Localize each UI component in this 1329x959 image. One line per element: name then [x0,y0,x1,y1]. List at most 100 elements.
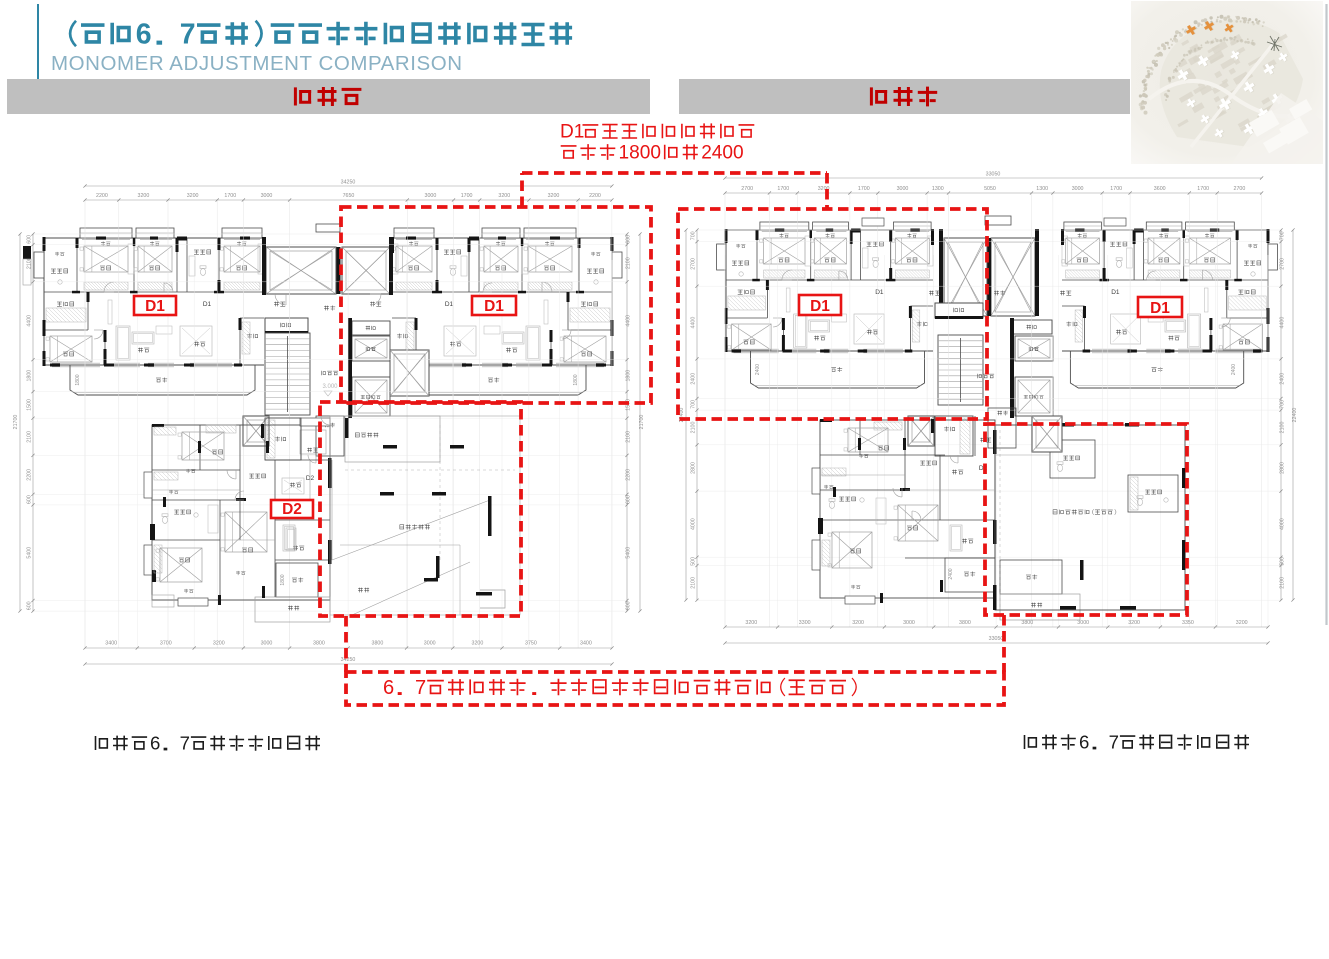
svg-text:5400: 5400 [626,547,632,559]
svg-text:1700: 1700 [858,186,870,192]
svg-text:3000: 3000 [261,193,273,199]
svg-text:3200: 3200 [852,620,864,626]
svg-text:3200: 3200 [1128,620,1140,626]
svg-text:D1: D1 [1111,289,1120,296]
svg-text:3000: 3000 [1077,620,1089,626]
svg-text:700: 700 [691,400,697,409]
svg-text:3400: 3400 [580,641,592,647]
svg-text:2100: 2100 [1280,577,1286,589]
svg-text:2200: 2200 [626,469,632,481]
svg-text:D1: D1 [445,301,454,308]
svg-text:600: 600 [27,601,33,610]
svg-text:700: 700 [1280,400,1286,409]
svg-text:33050: 33050 [989,636,1004,642]
svg-text:600: 600 [626,235,632,244]
svg-text:6: 6 [136,18,152,50]
svg-text:21700: 21700 [639,415,645,430]
svg-text:1700: 1700 [461,193,473,199]
svg-text:2400: 2400 [948,568,954,579]
svg-text:2100: 2100 [691,422,697,434]
svg-text:3200: 3200 [818,186,830,192]
svg-text:4400: 4400 [1279,317,1285,329]
svg-text:2700: 2700 [1280,258,1286,270]
svg-text:600: 600 [27,235,33,244]
svg-text:5400: 5400 [27,547,33,559]
svg-text:2700: 2700 [691,258,697,270]
svg-text:3200: 3200 [213,641,225,647]
svg-text:2100: 2100 [626,431,632,443]
svg-text:D2: D2 [282,501,302,518]
svg-text:22400: 22400 [1292,408,1298,423]
svg-text:3000: 3000 [903,620,915,626]
svg-text:4400: 4400 [690,317,696,329]
svg-text:1700: 1700 [224,193,236,199]
svg-text:33050: 33050 [986,172,1001,178]
svg-text:D1: D1 [1150,300,1170,317]
svg-text:6: 6 [1079,732,1089,753]
svg-text:2100: 2100 [1280,422,1286,434]
svg-text:D1: D1 [484,298,504,315]
svg-text:3000: 3000 [424,641,436,647]
svg-text:2700: 2700 [741,186,753,192]
svg-text:2100: 2100 [27,257,33,269]
svg-text:4400: 4400 [27,315,33,327]
svg-text:4000: 4000 [691,518,697,530]
svg-text:1800: 1800 [26,370,32,382]
svg-text:3300: 3300 [799,620,811,626]
svg-text:1700: 1700 [1110,186,1122,192]
svg-text:34250: 34250 [341,180,356,186]
svg-text:D1: D1 [560,122,584,143]
svg-text:3000: 3000 [425,193,437,199]
svg-text:3600: 3600 [1154,186,1166,192]
svg-text:2100: 2100 [27,431,33,443]
svg-text:1300: 1300 [932,186,944,192]
svg-text:3750: 3750 [525,641,537,647]
svg-text:2700: 2700 [1234,186,1246,192]
svg-text:2400: 2400 [1231,364,1237,375]
svg-text:3200: 3200 [187,193,199,199]
svg-text:1800: 1800 [280,574,286,585]
svg-text:3800: 3800 [959,620,971,626]
svg-text:2400: 2400 [755,364,761,375]
svg-text:700: 700 [1280,231,1286,240]
svg-text:3000: 3000 [897,186,909,192]
svg-text:500: 500 [1280,557,1286,566]
svg-text:2400: 2400 [701,143,743,164]
svg-text:2400: 2400 [691,373,697,385]
svg-text:3400: 3400 [105,641,117,647]
svg-text:1700: 1700 [777,186,789,192]
svg-text:600: 600 [626,495,632,504]
svg-text:3200: 3200 [138,193,150,199]
svg-text:2200: 2200 [27,469,33,481]
svg-text:1500: 1500 [27,399,33,411]
svg-text:3800: 3800 [372,641,384,647]
svg-text:7: 7 [1109,732,1119,753]
svg-text:1800: 1800 [75,374,81,385]
svg-text:3000: 3000 [261,641,273,647]
svg-text:D1: D1 [875,289,884,296]
svg-text:D1: D1 [810,298,830,315]
svg-text:2100: 2100 [691,577,697,589]
svg-text:D1: D1 [145,298,165,315]
svg-text:21700: 21700 [13,415,19,430]
svg-text:2200: 2200 [96,193,108,199]
svg-text:7: 7 [180,18,196,50]
svg-text:3800: 3800 [313,641,325,647]
svg-text:2400: 2400 [1280,373,1286,385]
svg-text:4000: 4000 [1280,518,1286,530]
svg-text:6: 6 [383,677,394,699]
svg-text:1800: 1800 [573,374,579,385]
svg-text:7: 7 [415,677,426,699]
svg-text:700: 700 [691,231,697,240]
svg-text:3700: 3700 [160,641,172,647]
svg-text:1800: 1800 [625,370,631,382]
svg-text:3200: 3200 [472,641,484,647]
svg-text:3200: 3200 [548,193,560,199]
svg-text:1300: 1300 [1036,186,1048,192]
svg-text:3200: 3200 [1236,620,1248,626]
svg-text:2100: 2100 [626,257,632,269]
svg-text:7: 7 [180,733,190,754]
svg-text:2200: 2200 [589,193,601,199]
svg-text:3350: 3350 [1182,620,1194,626]
svg-text:3000: 3000 [1072,186,1084,192]
